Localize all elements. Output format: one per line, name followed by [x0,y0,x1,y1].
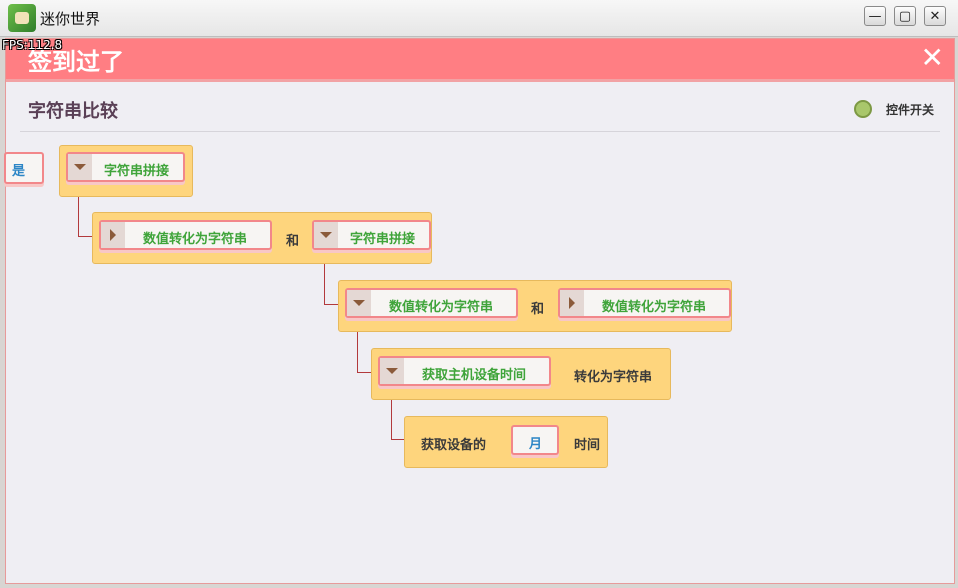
number-to-string-slot[interactable]: 数值转化为字符串 [99,220,272,250]
get-device-label: 获取设备的 [421,438,487,453]
section-title: 字符串比较 [28,101,118,122]
number-to-string-label: 数值转化为字符串 [602,300,707,315]
dialog-header: 签到过了 ✕ [6,39,954,82]
connector-line [324,304,346,305]
concat-slot[interactable]: 字符串拼接 [66,152,185,182]
window-close-button[interactable]: ✕ [924,6,946,26]
connector-line [391,439,409,440]
string-concat-block[interactable]: 字符串拼接 [59,145,193,197]
maximize-button[interactable]: ▢ [894,6,916,26]
month-slot[interactable]: 月 [511,425,559,455]
window-title: 迷你世界 [40,10,101,28]
toggle-label: 控件开关 [886,103,935,117]
expand-toggle[interactable] [101,222,125,248]
month-slot-label: 月 [529,437,543,452]
chevron-down-icon [74,164,86,170]
chevron-right-icon [110,229,116,241]
minimize-button[interactable]: — [864,6,886,26]
and-label: 和 [531,302,545,317]
dialog-title: 签到过了 [28,48,124,76]
number-to-string-slot[interactable]: 数值转化为字符串 [345,288,518,318]
toggle-switch[interactable] [854,100,872,118]
dropdown-toggle[interactable] [347,290,371,316]
chevron-right-icon [569,297,575,309]
dropdown-toggle[interactable] [314,222,338,248]
time-label: 时间 [574,438,601,453]
partial-slot-label: 是 [12,164,26,179]
close-icon[interactable]: ✕ [920,41,944,74]
chevron-down-icon [386,368,398,374]
dropdown-toggle[interactable] [68,154,92,180]
partial-slot[interactable]: 是 [4,152,44,184]
concat-slot-label: 字符串拼接 [104,164,170,179]
host-time-label: 获取主机设备时间 [422,368,527,383]
connector-line [357,372,379,373]
fps-counter: FPS:112.8 [2,38,63,52]
chevron-down-icon [353,300,365,306]
concat-args-block[interactable]: 数值转化为字符串 和 字符串拼接 [92,212,432,264]
dialog-panel: 签到过了 ✕ 字符串比较 控件开关 是 字符串拼接 数值转化为字符串 和 字符串… [4,38,955,584]
divider [20,131,940,132]
chevron-down-icon [320,232,332,238]
connector-line [78,185,79,237]
concat-slot[interactable]: 字符串拼接 [312,220,431,250]
dropdown-toggle[interactable] [380,358,404,384]
concat-args-block-2[interactable]: 数值转化为字符串 和 数值转化为字符串 [338,280,732,332]
host-time-slot[interactable]: 获取主机设备时间 [378,356,551,386]
device-time-block[interactable]: 获取设备的 月 时间 [404,416,608,468]
window-titlebar: 迷你世界 — ▢ ✕ [0,0,958,37]
expand-toggle[interactable] [560,290,584,316]
number-to-string-slot[interactable]: 数值转化为字符串 [558,288,731,318]
app-icon [8,4,36,32]
to-string-label: 转化为字符串 [574,370,653,385]
connector-line [357,321,358,373]
connector-line [391,389,392,440]
concat-slot-label: 字符串拼接 [350,232,416,247]
number-to-string-label: 数值转化为字符串 [143,232,248,247]
time-to-string-block[interactable]: 获取主机设备时间 转化为字符串 [371,348,671,400]
connector-line [324,253,325,305]
number-to-string-label: 数值转化为字符串 [389,300,494,315]
and-label: 和 [286,234,300,249]
connector-line [78,236,100,237]
